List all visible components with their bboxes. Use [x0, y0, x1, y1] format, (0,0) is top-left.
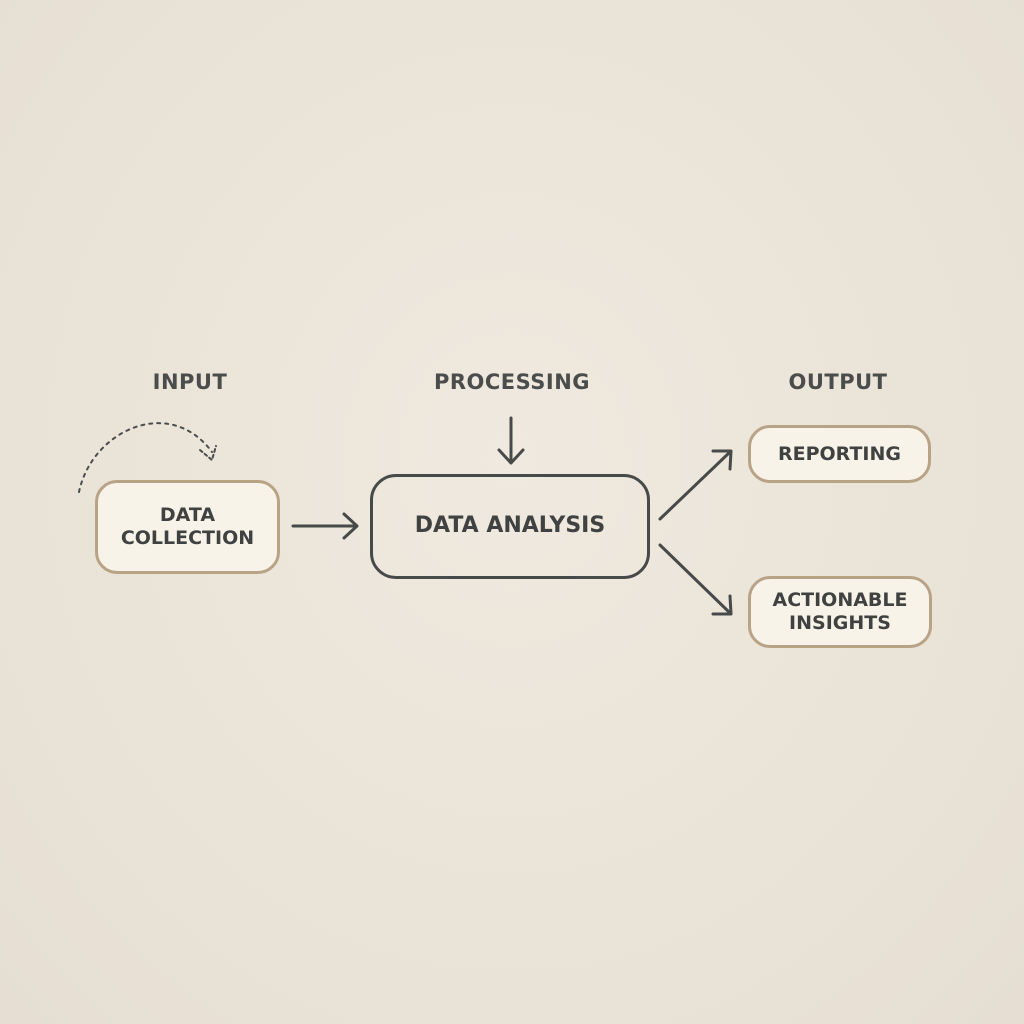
dashed-curve-arrowhead [199, 445, 217, 462]
node-data-collection[interactable]: DATA COLLECTION [95, 480, 280, 574]
node-actionable-insights-line2: INSIGHTS [789, 612, 891, 634]
node-data-analysis-label: DATA ANALYSIS [414, 513, 606, 539]
node-actionable-insights[interactable]: ACTIONABLE INSIGHTS [748, 576, 932, 648]
dashed-curve-arrow [78, 422, 213, 493]
arrow-collection-to-analysis [291, 512, 359, 540]
arrow-analysis-to-insights [658, 543, 733, 616]
arrow-analysis-to-reporting [658, 449, 733, 521]
node-data-collection-line2: COLLECTION [120, 527, 255, 549]
node-actionable-insights-line1: ACTIONABLE [772, 589, 908, 612]
node-data-collection-line1: DATA [159, 504, 216, 527]
node-reporting-label: REPORTING [778, 442, 901, 465]
section-label-output: OUTPUT [788, 370, 888, 394]
section-label-processing: PROCESSING [433, 370, 591, 394]
node-data-analysis[interactable]: DATA ANALYSIS [370, 474, 650, 579]
arrow-processing-to-analysis [497, 416, 525, 465]
section-label-input: INPUT [152, 370, 228, 394]
node-reporting[interactable]: REPORTING [748, 425, 931, 483]
